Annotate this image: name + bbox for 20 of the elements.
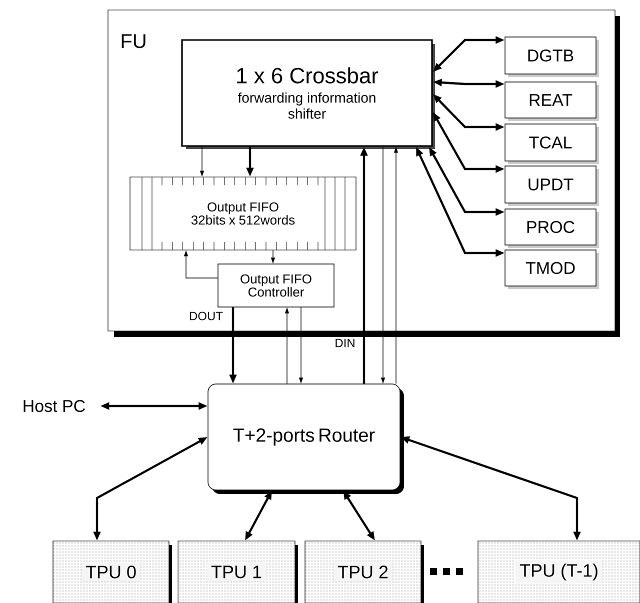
host-label: Host PC — [24, 400, 85, 412]
fifo-buffer: Output FIFO 32bits x 512words — [130, 176, 356, 250]
processor-box: TPU (T-1) — [478, 540, 640, 603]
module-box: TMOD — [504, 250, 599, 289]
controller-box: Output FIFO Controller — [218, 264, 334, 308]
processor-box — [295, 545, 298, 603]
edge-label: DIN — [334, 338, 356, 348]
module-box: TCAL — [504, 124, 599, 164]
module-box: UPDT — [504, 166, 599, 206]
module-box: PROC — [504, 208, 599, 248]
processor-box: TPU 0 — [52, 540, 170, 603]
module-box: DGTB — [504, 36, 599, 77]
crossbar-box: 1 x 6 Crossbar forwarding information shifter — [181, 39, 435, 149]
processor-box: TPU 1 — [178, 540, 296, 603]
router-box: T+2-ports Router — [208, 384, 404, 494]
module-box: REAT — [504, 82, 599, 121]
processor-box — [421, 545, 424, 603]
processor-box — [169, 545, 172, 603]
edge-label: DOUT — [188, 310, 224, 322]
processor-box: TPU 2 — [304, 540, 422, 603]
